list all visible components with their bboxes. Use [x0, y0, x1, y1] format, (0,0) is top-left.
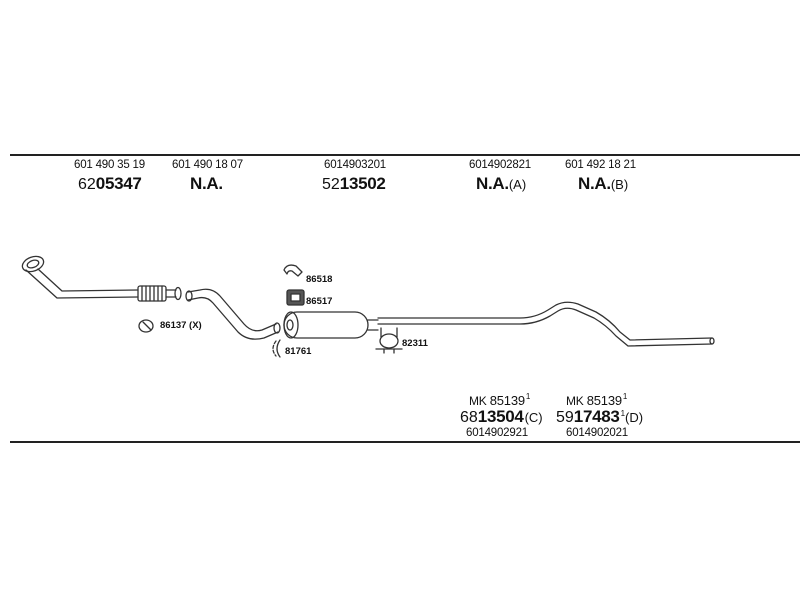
bottom-divider — [10, 441, 800, 443]
part-label-86517: 86517 — [306, 296, 333, 307]
intermediate-pipe-drawing — [185, 288, 281, 340]
article-number-7: 59174831(D) — [556, 407, 644, 426]
rubber-mount-86517-drawing — [286, 289, 305, 306]
article-number-5: N.A.(B) — [578, 174, 629, 193]
clamp-82311-drawing — [375, 327, 403, 354]
mounting-kit-2: MK 851391 — [566, 392, 628, 408]
article-number-2: N.A. — [190, 174, 223, 193]
muffler-drawing — [283, 311, 379, 339]
article-number-4: N.A.(A) — [476, 174, 527, 193]
article-number-6: 6813504(C) — [460, 407, 543, 426]
front-pipe-drawing — [21, 255, 182, 302]
hanger-86518-drawing — [283, 264, 303, 277]
oe-number-7: 6014902021 — [566, 427, 628, 439]
oe-number-1: 601 490 35 19 — [74, 159, 145, 171]
tail-pipe-drawing — [377, 301, 715, 347]
article-number-3: 5213502 — [322, 174, 386, 193]
oe-number-5: 601 492 18 21 — [565, 159, 636, 171]
part-label-86518: 86518 — [306, 274, 333, 285]
oe-number-4: 6014902821 — [469, 159, 531, 171]
article-number-1: 6205347 — [78, 174, 142, 193]
part-label-86137: 86137 (X) — [160, 320, 202, 331]
oe-number-6: 6014902921 — [466, 427, 528, 439]
top-divider — [10, 154, 800, 156]
part-label-81761: 81761 — [285, 346, 312, 357]
oe-number-2: 601 490 18 07 — [172, 159, 243, 171]
mounting-kit-1: MK 851391 — [469, 392, 531, 408]
ring-81761-drawing — [272, 339, 281, 358]
gasket-86137-drawing — [138, 319, 154, 333]
oe-number-3: 6014903201 — [324, 159, 386, 171]
part-label-82311: 82311 — [402, 338, 428, 349]
